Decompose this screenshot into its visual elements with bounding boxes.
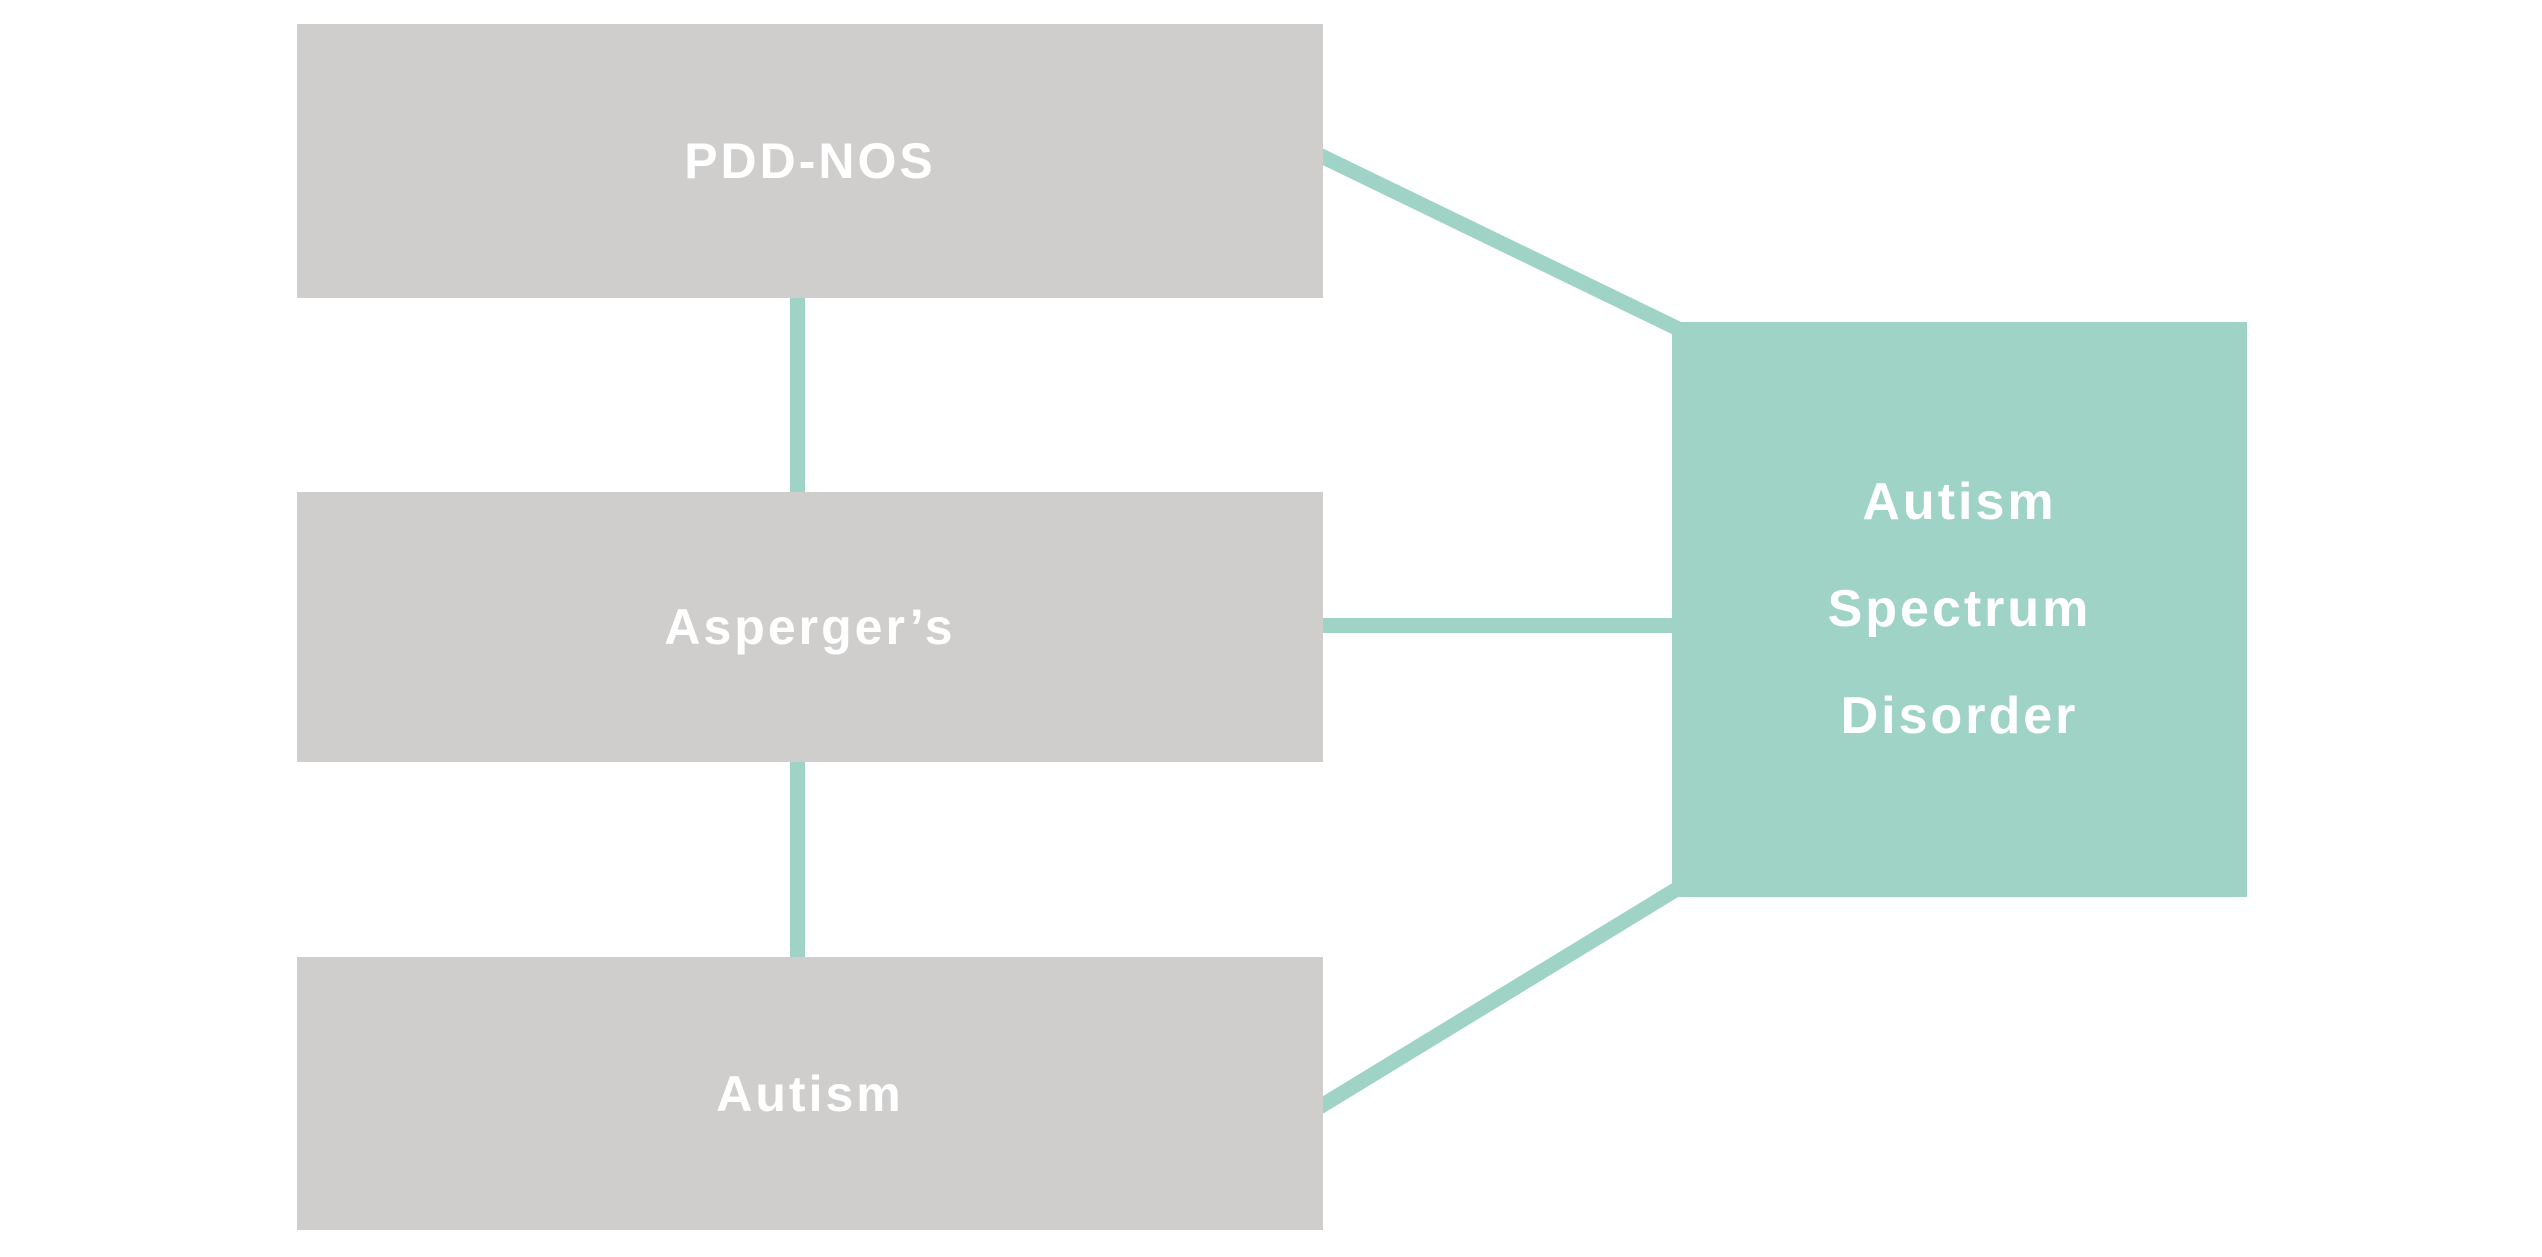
node-pdd-nos-label: PDD-NOS <box>684 133 936 189</box>
node-pdd-nos: PDD-NOS <box>297 24 1323 298</box>
node-autism-spectrum-disorder: Autism Spectrum Disorder <box>1672 322 2247 897</box>
connector-autism-to-asd <box>1309 871 1699 1118</box>
node-asd-label: Autism Spectrum Disorder <box>1828 449 2092 770</box>
node-asd-label-line-2: Spectrum <box>1827 580 2092 638</box>
node-autism: Autism <box>297 957 1323 1230</box>
node-aspergers: Asperger’s <box>297 492 1323 762</box>
node-aspergers-label: Asperger’s <box>664 599 956 655</box>
node-asd-label-line-3: Disorder <box>1840 687 2079 745</box>
node-autism-label: Autism <box>716 1065 904 1122</box>
connector-pddnos-to-asd <box>1309 145 1699 344</box>
node-asd-label-line-1: Autism <box>1862 473 2057 531</box>
